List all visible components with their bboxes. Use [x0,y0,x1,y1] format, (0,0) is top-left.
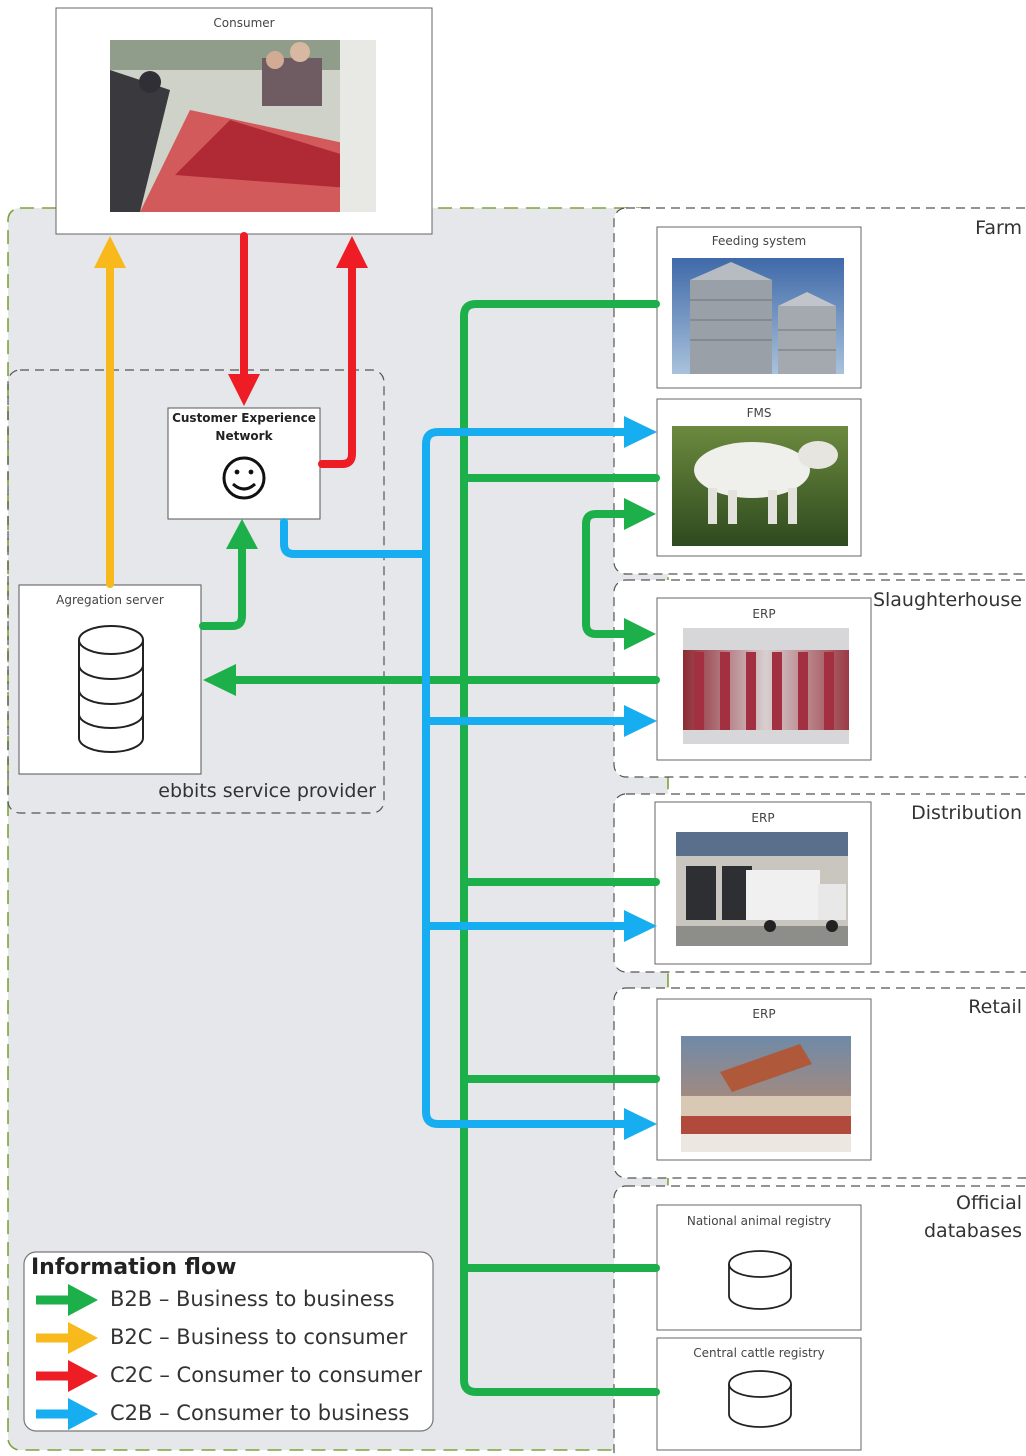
central-registry-db-icon [729,1371,791,1427]
legend-item-c2b: C2B – Consumer to business [110,1401,409,1425]
cen-label-line2: Network [168,429,320,443]
aggregation-server-label: Agregation server [19,593,201,607]
slaughterhouse-section-label: Slaughterhouse [862,589,1022,611]
distribution-section-label: Distribution [872,802,1022,824]
national-registry-label: National animal registry [657,1214,861,1228]
retail-section-label: Retail [880,996,1022,1018]
feeding-system-photo [672,258,844,374]
fms-cow-photo [672,426,848,546]
consumer-label: Consumer [56,16,432,30]
fms-label: FMS [657,406,861,420]
cen-label-line1: Customer Experience [168,411,320,425]
farm-section-label: Farm [870,217,1022,239]
erp-distribution-label: ERP [655,811,871,825]
database-stack-icon [79,626,143,752]
national-registry-db-icon [729,1251,791,1309]
legend-title: Information flow [31,1255,236,1280]
official-section-label-line1: Official [880,1192,1022,1214]
erp-retail-label: ERP [657,1007,871,1021]
distribution-truck-photo [676,832,848,946]
legend-item-c2c: C2C – Consumer to consumer [110,1363,422,1387]
retail-store-photo [681,1036,851,1152]
official-section-label-line2: databases [880,1220,1022,1242]
legend-item-b2b: B2B – Business to business [110,1287,395,1311]
consumer-photo [110,40,376,212]
service-provider-label: ebbits service provider [150,780,376,802]
erp-slaughterhouse-label: ERP [657,607,871,621]
central-registry-label: Central cattle registry [657,1346,861,1360]
feeding-system-label: Feeding system [657,234,861,248]
slaughterhouse-photo [683,628,849,744]
legend-item-b2c: B2C – Business to consumer [110,1325,407,1349]
